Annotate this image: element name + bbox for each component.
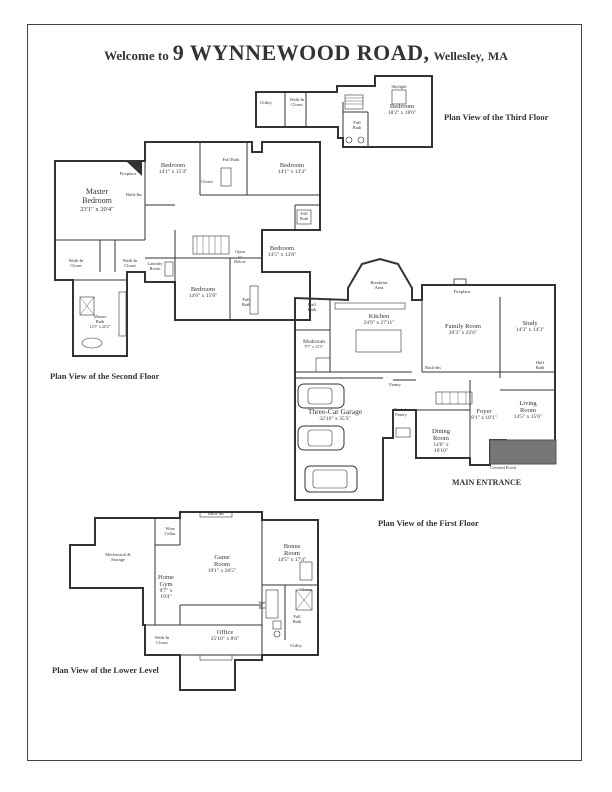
room-label: Breakfast Area <box>370 280 388 290</box>
room-label: Pantry <box>389 382 401 387</box>
caption-second-floor: Plan View of the Second Floor <box>50 371 160 381</box>
title-state: MA <box>487 49 508 63</box>
room-label: Laundry Room <box>147 261 163 271</box>
caption-main-entrance: MAIN ENTRANCE <box>452 478 522 487</box>
room-label: Butler's Pantry <box>394 407 408 417</box>
page-frame <box>27 24 582 761</box>
garage-car-3 <box>304 465 358 493</box>
room-label: Built-Ins <box>207 511 225 516</box>
room-label: Walk-In Closet <box>68 258 84 268</box>
room-label: Built-Ins <box>424 365 442 370</box>
room-label: Half Bath <box>535 360 545 370</box>
room-label: Utility <box>260 100 272 105</box>
room-label: Closet <box>300 587 312 592</box>
room-label: Full Bath <box>352 120 362 130</box>
room-label: Closet <box>201 179 213 184</box>
room-label: Skylight <box>391 84 407 89</box>
third-floor-plan <box>255 75 433 148</box>
room-label: Walk-In Closet <box>154 635 170 645</box>
room-label: Full Bath <box>241 297 251 307</box>
garage-car-1 <box>297 383 345 409</box>
room-label: Wet Bar <box>258 600 266 610</box>
title-address: 9 WYNNEWOOD ROAD, <box>172 40 430 65</box>
second-floor-plan <box>54 141 321 357</box>
room-label: Walk-In Closet <box>289 97 305 107</box>
title-welcome: Welcome to <box>104 48 169 63</box>
caption-third-floor: Plan View of the Third Floor <box>444 112 549 122</box>
room-label: Utility <box>290 643 302 648</box>
room-label: Mechanical & Storage <box>105 552 131 562</box>
caption-first-floor: Plan View of the First Floor <box>378 518 479 528</box>
lower-level-plan <box>69 511 319 691</box>
room-label: Full Bath <box>299 211 309 221</box>
garage-car-2 <box>297 425 345 451</box>
room-label: Wine Cellar <box>164 526 176 536</box>
caption-lower-level: Plan View of the Lower Level <box>52 665 159 675</box>
room-label: Walk-In Closet <box>122 258 138 268</box>
title-town: Wellesley, <box>433 49 484 63</box>
room-label: Open to Below <box>234 249 246 264</box>
page-title: Welcome to 9 WYNNEWOOD ROAD, Wellesley, … <box>0 40 612 66</box>
room-label: Full Bath <box>222 157 240 162</box>
room-label: Fireplace <box>453 289 471 294</box>
first-floor-plan <box>294 257 557 501</box>
room-label: Half Bath <box>307 302 317 312</box>
room-label: Built-Ins <box>125 192 143 197</box>
room-label: Fireplace <box>119 171 137 176</box>
room-label: Full Bath <box>292 614 302 624</box>
room-label: Covered Porch <box>489 465 517 470</box>
